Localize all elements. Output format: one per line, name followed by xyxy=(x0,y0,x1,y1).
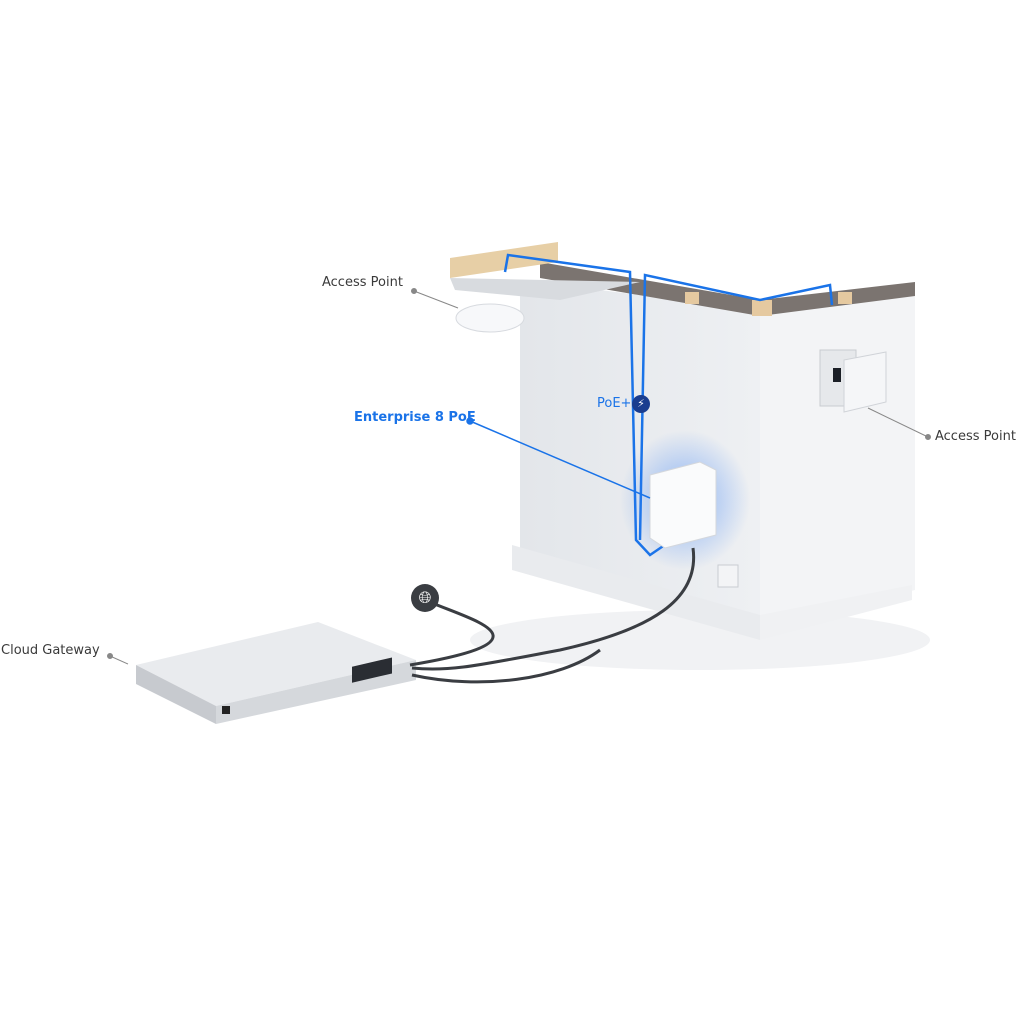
lightning-bolt-icon: ⚡ xyxy=(632,395,650,413)
globe-icon: 🌐︎ xyxy=(411,584,439,612)
ceiling-access-point xyxy=(455,303,525,333)
enterprise-8-poe-device xyxy=(649,461,717,549)
power-outlet xyxy=(717,564,739,588)
label-access-point-ceiling: Access Point xyxy=(322,275,403,290)
label-enterprise-8-poe: Enterprise 8 PoE xyxy=(354,410,476,425)
leader-lines xyxy=(107,288,931,665)
cloud-gateway-device xyxy=(136,622,416,724)
switch-leader-line xyxy=(466,417,651,499)
label-cloud-gateway: Cloud Gateway xyxy=(1,643,100,658)
label-poe: PoE+ xyxy=(597,396,632,411)
ethernet-cables xyxy=(409,547,696,684)
label-access-point-wall: Access Point xyxy=(935,429,1016,444)
wall-access-point xyxy=(819,349,887,413)
